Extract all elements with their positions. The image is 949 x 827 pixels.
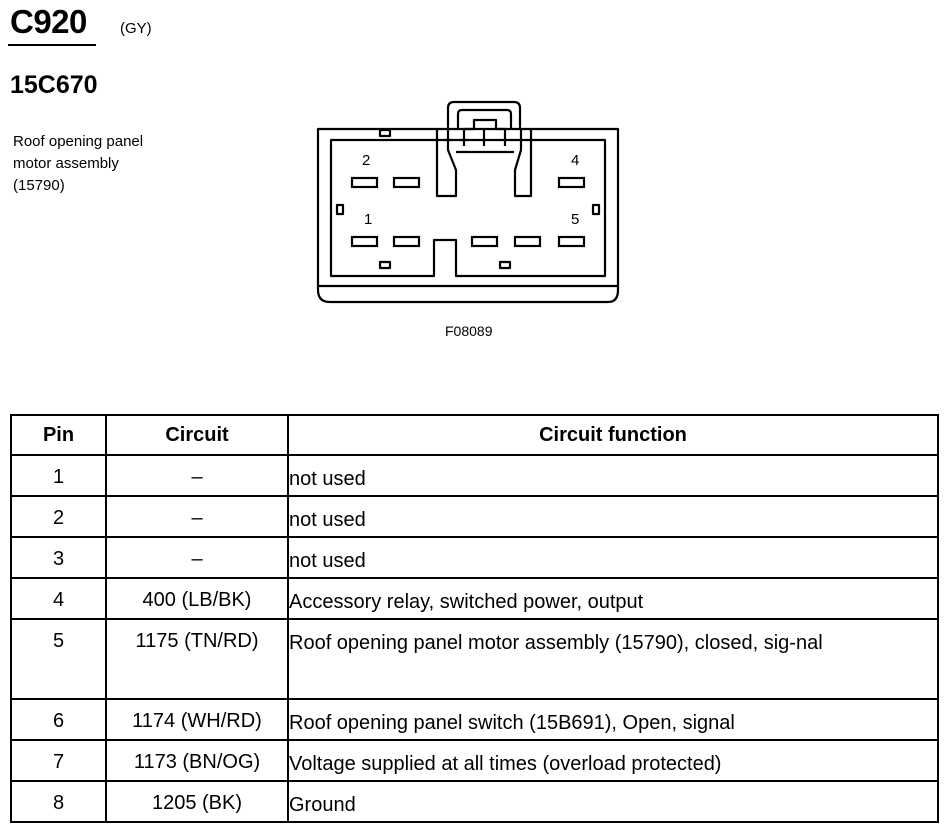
pin-cell: 1	[10, 454, 107, 497]
circuit-cell: 1173 (BN/OG)	[105, 739, 289, 782]
connector-face-diagram: 2 4 1 5	[316, 100, 620, 304]
function-cell: Accessory relay, switched power, output	[287, 577, 939, 620]
description-line-2: motor assembly	[13, 155, 119, 172]
connector-cavity	[329, 138, 607, 278]
pin-cell: 7	[10, 739, 107, 782]
pin-cell: 8	[10, 780, 107, 823]
function-cell: Ground	[287, 780, 939, 823]
pin-label-5: 5	[571, 211, 579, 228]
terminal-slot	[470, 235, 499, 248]
pin-cell: 4	[10, 577, 107, 620]
function-cell: not used	[287, 536, 939, 579]
circuit-cell: –	[105, 454, 289, 497]
function-cell: Roof opening panel switch (15B691), Open…	[287, 698, 939, 741]
description-line-3: (15790)	[13, 177, 65, 194]
pin-cell: 2	[10, 495, 107, 538]
locking-tab-inner	[456, 108, 513, 129]
circuit-cell: 400 (LB/BK)	[105, 577, 289, 620]
terminal-slot	[392, 235, 421, 248]
pin-cell: 6	[10, 698, 107, 741]
part-number: 15C670	[10, 71, 98, 99]
pin-label-4: 4	[571, 152, 579, 169]
column-header-circuit: Circuit	[105, 414, 289, 456]
pin-label-1: 1	[364, 211, 372, 228]
table-row: 4 400 (LB/BK) Accessory relay, switched …	[10, 577, 939, 620]
terminal-slot	[513, 235, 542, 248]
connector-id: C920	[10, 3, 87, 40]
column-header-pin: Pin	[10, 414, 107, 456]
pin-label-2: 2	[362, 152, 370, 169]
pinout-table: Pin Circuit Circuit function 1 – not use…	[10, 414, 939, 823]
terminal-slot	[557, 235, 586, 248]
table-row: 6 1174 (WH/RD) Roof opening panel switch…	[10, 698, 939, 741]
pin-cell: 3	[10, 536, 107, 579]
connector-housing	[316, 127, 620, 304]
circuit-cell: –	[105, 536, 289, 579]
polarizing-key-left	[435, 129, 458, 198]
table-row: 1 – not used	[10, 454, 939, 497]
table-row: 5 1175 (TN/RD) Roof opening panel motor …	[10, 618, 939, 700]
connector-color: (GY)	[120, 20, 152, 37]
terminal-slot	[350, 176, 379, 189]
table-header-row: Pin Circuit Circuit function	[10, 414, 939, 456]
locking-tab	[446, 100, 522, 129]
table-row: 2 – not used	[10, 495, 939, 538]
table-row: 8 1205 (BK) Ground	[10, 780, 939, 823]
circuit-cell: 1175 (TN/RD)	[105, 618, 289, 700]
circuit-cell: –	[105, 495, 289, 538]
terminal-slot	[392, 176, 421, 189]
terminal-slot	[557, 176, 586, 189]
function-cell: not used	[287, 495, 939, 538]
circuit-cell: 1205 (BK)	[105, 780, 289, 823]
pin-cell: 5	[10, 618, 107, 700]
table-row: 3 – not used	[10, 536, 939, 579]
function-cell: Voltage supplied at all times (overload …	[287, 739, 939, 782]
component-description: Roof opening panel motor assembly (15790…	[13, 131, 213, 197]
polarizing-key-right	[513, 129, 533, 198]
description-line-1: Roof opening panel	[13, 133, 144, 150]
function-cell: not used	[287, 454, 939, 497]
terminal-slot	[350, 235, 379, 248]
function-cell: Roof opening panel motor assembly (15790…	[287, 618, 939, 700]
circuit-cell: 1174 (WH/RD)	[105, 698, 289, 741]
connector-id-underline	[8, 44, 96, 46]
column-header-function: Circuit function	[287, 414, 939, 456]
figure-id: F08089	[445, 323, 493, 339]
table-row: 7 1173 (BN/OG) Voltage supplied at all t…	[10, 739, 939, 782]
